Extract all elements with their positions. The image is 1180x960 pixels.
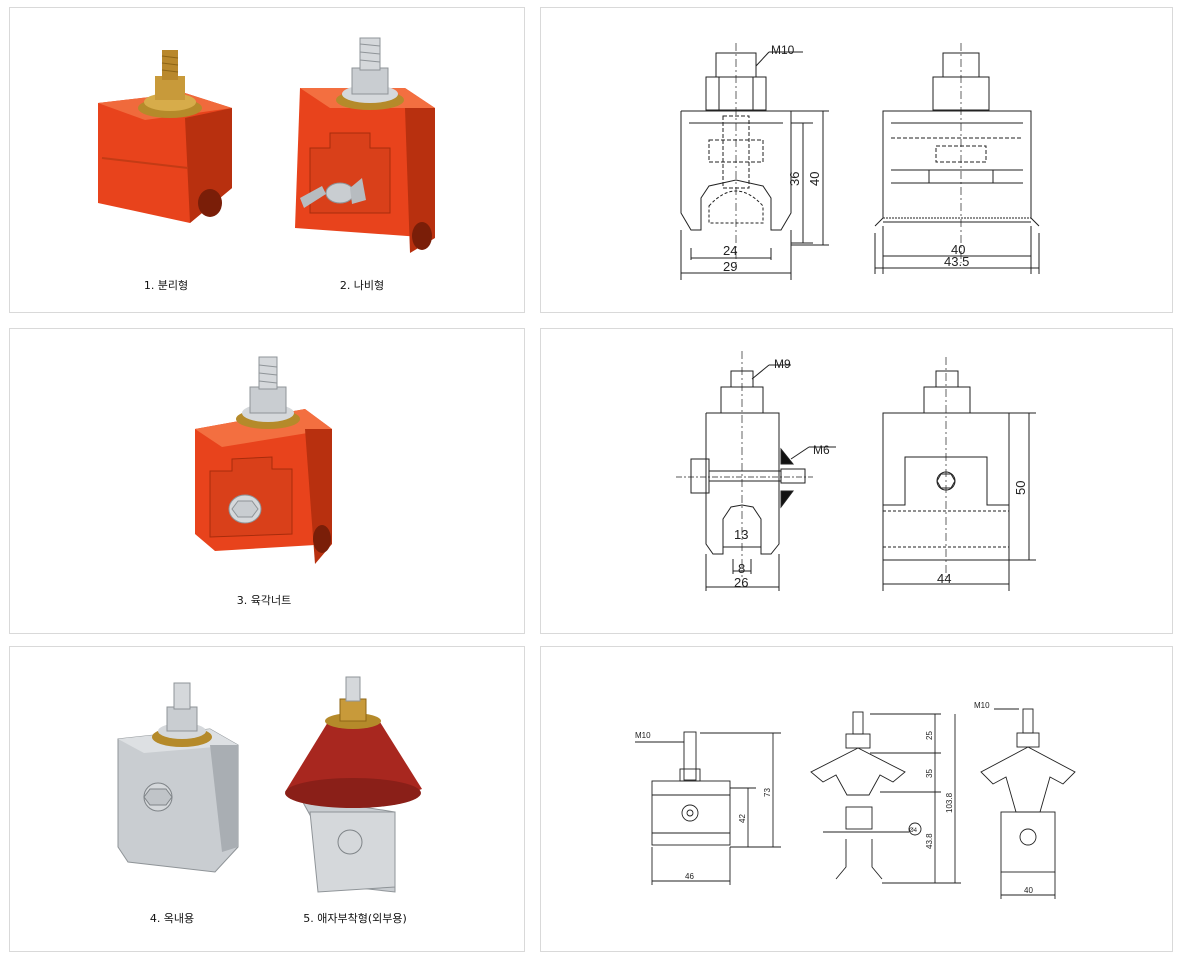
clamp-photos-3	[117, 676, 422, 893]
drawing-labels-3: M10 73 42 46 25 35 103.8 43.8 Ø4 M10 40	[635, 701, 1033, 895]
dim-diameter-4: Ø4	[909, 828, 918, 834]
dim-73: 73	[763, 788, 772, 797]
drawing-labels-1: M10 36 40 24 29 40 43.5	[723, 43, 969, 274]
butterfly-type-clamp-image	[295, 37, 435, 253]
insulator-type-clamp-image	[285, 676, 422, 893]
clamp-drawing-3	[635, 708, 1076, 899]
thread-label-m10: M10	[771, 43, 795, 57]
clamp-drawing-1	[680, 43, 1040, 280]
product-photo-panel-2: 3. 육각너트	[9, 328, 525, 634]
dim-36: 36	[787, 172, 802, 186]
thread-label-m6: M6	[813, 443, 830, 457]
dim-40-outdoor: 40	[1024, 886, 1033, 895]
product-photo-panel-3: 4. 옥내용 5. 애자부착형(외부용)	[9, 646, 525, 952]
indoor-type-clamp-image	[117, 682, 239, 873]
thread-label-m9: M9	[774, 357, 791, 371]
dim-35: 35	[925, 769, 934, 778]
dim-13: 13	[734, 527, 748, 542]
caption-indoor-type: 4. 옥내용	[149, 912, 195, 925]
dim-50: 50	[1013, 481, 1028, 495]
dim-43-8: 43.8	[925, 833, 934, 849]
caption-butterfly-type: 2. 나비형	[339, 279, 385, 292]
dim-46: 46	[685, 872, 694, 881]
technical-drawing-panel-3: M10 73 42 46 25 35 103.8 43.8 Ø4 M10 40	[540, 646, 1173, 952]
thread-label-m10-indoor: M10	[635, 731, 651, 740]
clamp-photos-1	[98, 37, 435, 253]
technical-drawing-panel-1: M10 36 40 24 29 40 43.5	[540, 7, 1173, 313]
drawing-side-view-2	[882, 357, 1036, 591]
caption-separated-type: 1. 분리형	[143, 279, 189, 292]
drawing-front-view-2	[676, 351, 836, 591]
caption-insulator-type: 5. 애자부착형(외부용)	[303, 912, 407, 925]
clamp-drawing-2	[676, 351, 1036, 591]
dim-29: 29	[723, 259, 737, 274]
technical-drawing-panel-2: M9 M6 13 8 26 50 44	[540, 328, 1173, 634]
drawing-outdoor-view	[980, 708, 1076, 899]
drawing-front-view-1	[680, 43, 829, 280]
drawing-labels-2: M9 M6 13 8 26 50 44	[734, 357, 1028, 590]
dim-26: 26	[734, 575, 748, 590]
dim-8: 8	[738, 561, 745, 576]
drawing-insulator-view	[810, 711, 961, 884]
separated-type-clamp-image	[98, 50, 232, 223]
hex-nut-type-clamp-image	[195, 356, 332, 564]
clamp-photos-2	[195, 356, 332, 564]
dim-43-5: 43.5	[944, 254, 969, 269]
dim-44: 44	[937, 571, 951, 586]
dim-42: 42	[738, 814, 747, 823]
thread-label-m10-outdoor: M10	[974, 701, 990, 710]
product-photo-panel-1: 1. 분리형 2. 나비형	[9, 7, 525, 313]
dim-25: 25	[925, 731, 934, 740]
dim-40-width: 40	[951, 242, 965, 257]
dim-40-height: 40	[807, 172, 822, 186]
drawing-indoor-view	[635, 731, 781, 885]
drawing-side-view-1	[874, 43, 1040, 274]
caption-hex-nut-type: 3. 육각너트	[236, 594, 292, 607]
dim-24: 24	[723, 243, 737, 258]
dim-103-8: 103.8	[945, 792, 954, 813]
